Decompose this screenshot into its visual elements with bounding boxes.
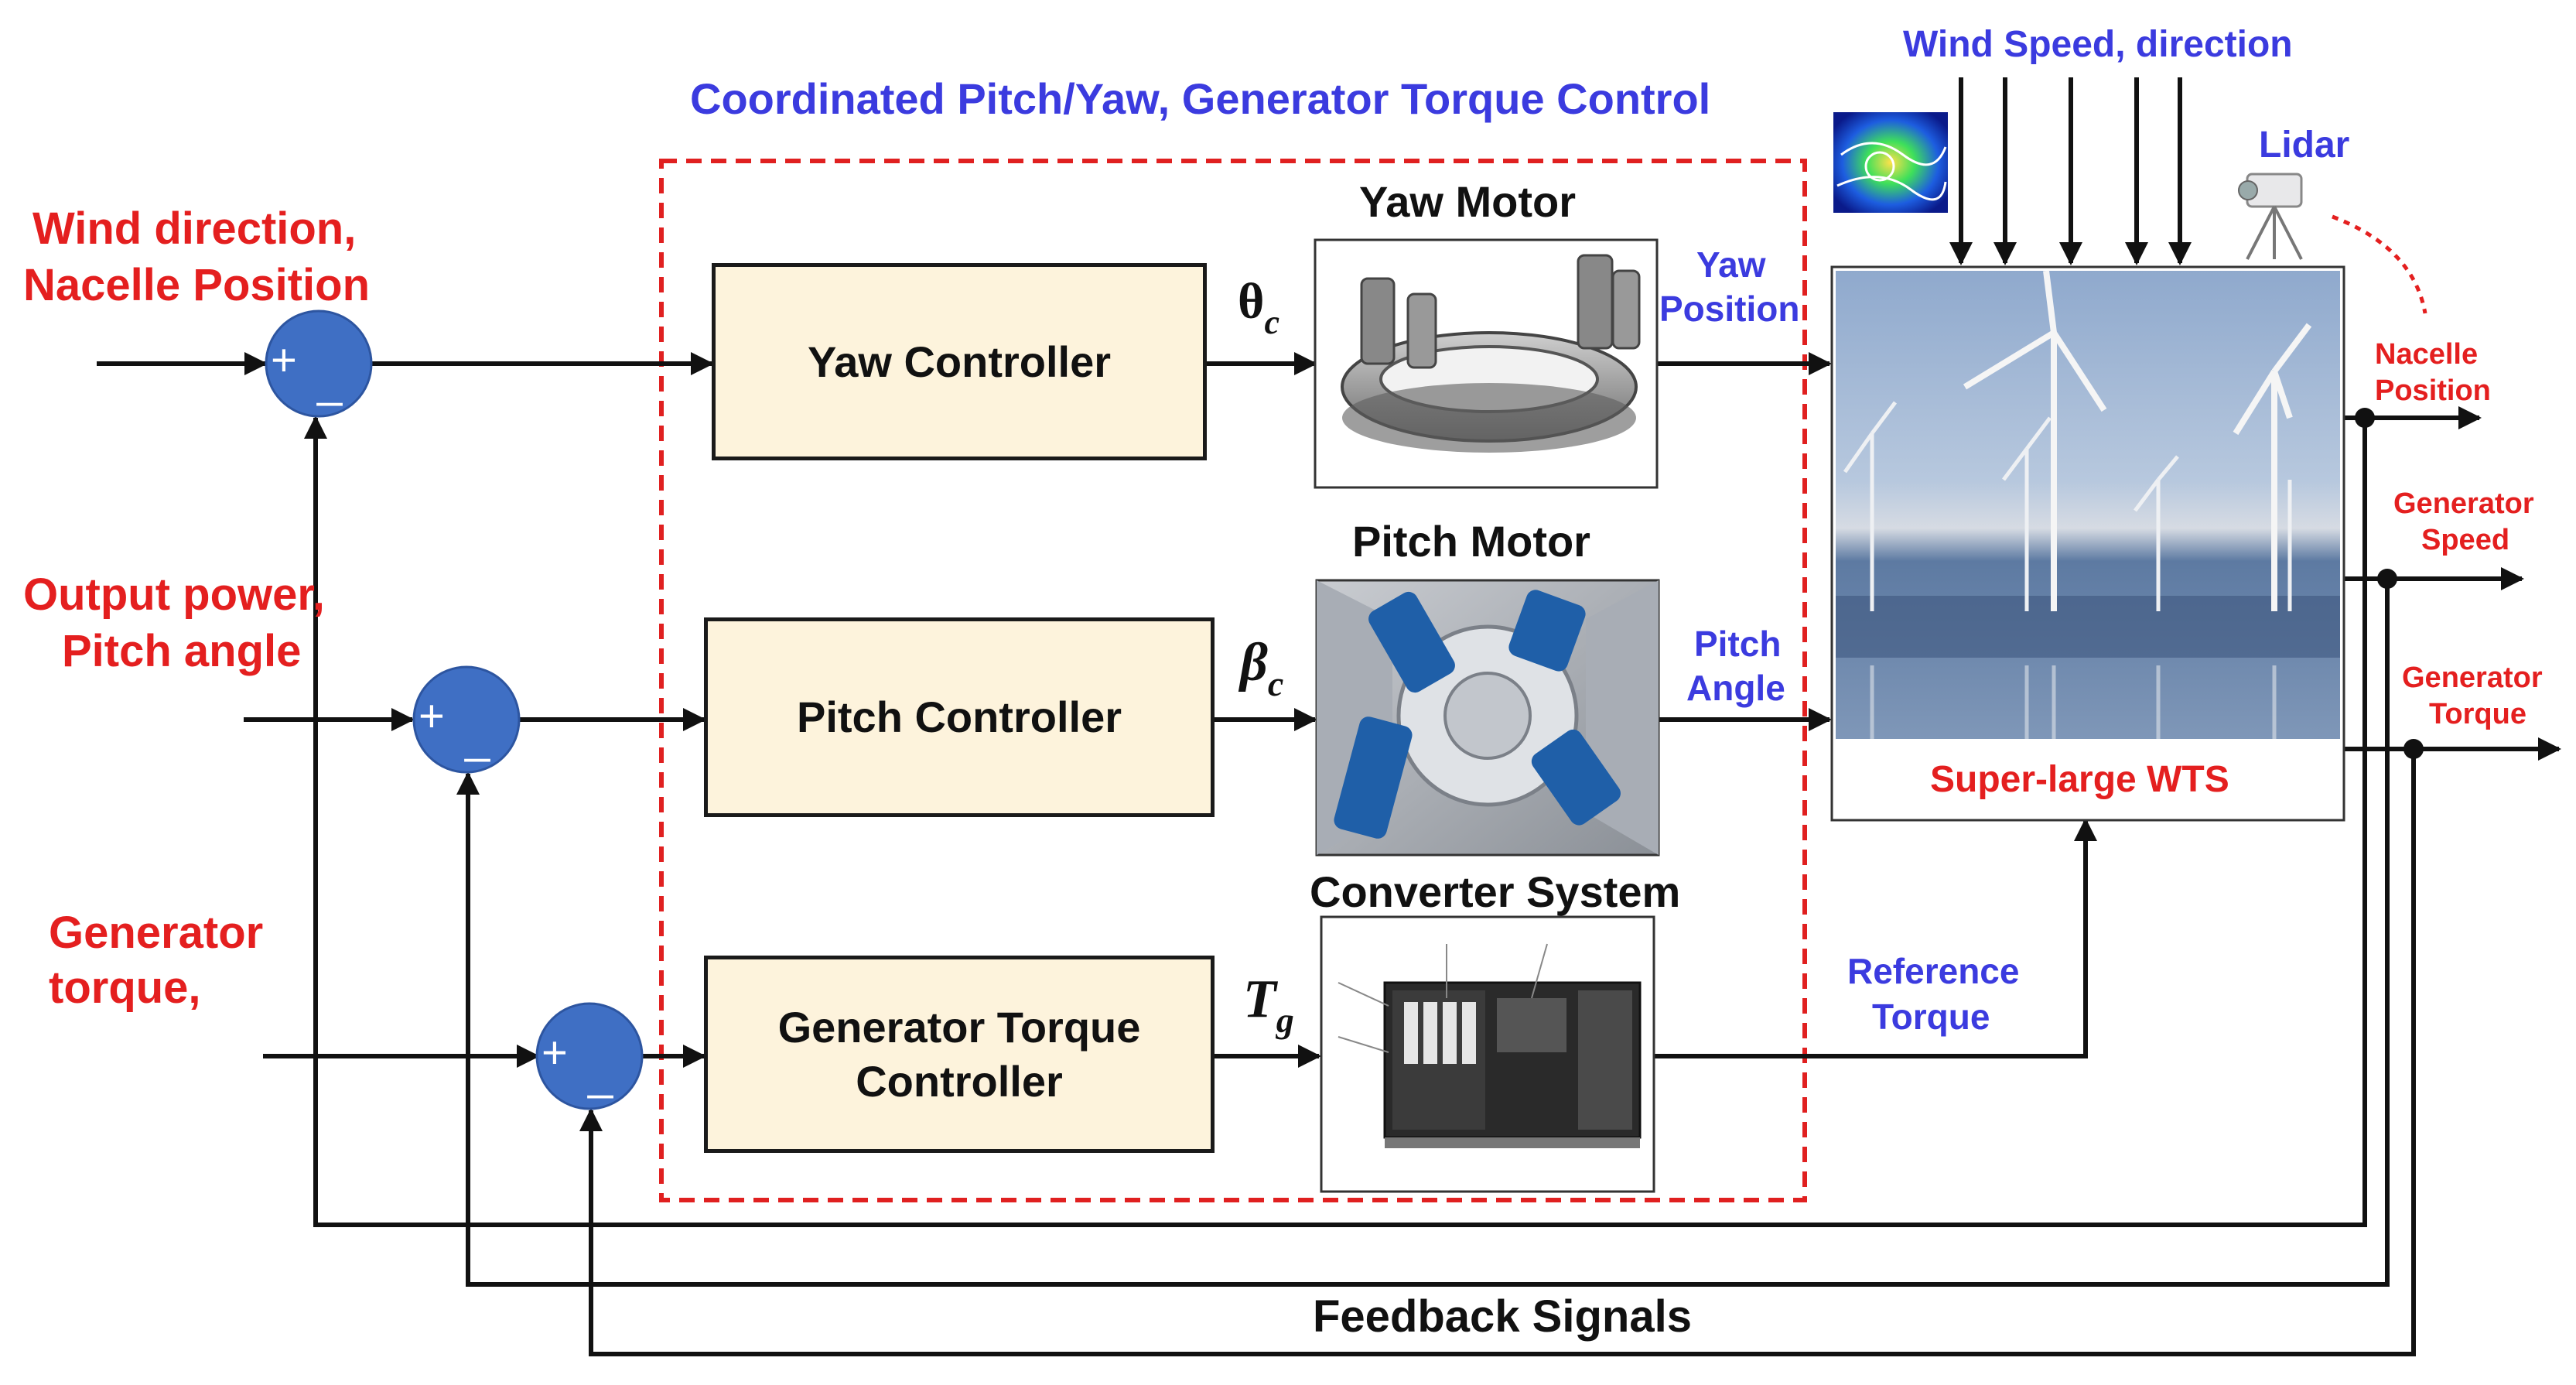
wind-field-image xyxy=(1833,112,1948,213)
sj-pitch-minus: _ xyxy=(465,713,490,763)
input-wind-direction-line2: Nacelle Position xyxy=(23,260,371,310)
yaw-position-label-line2: Position xyxy=(1659,289,1800,329)
lidar-label: Lidar xyxy=(2259,125,2350,166)
output-generator-speed-line1: Generator xyxy=(2393,487,2534,520)
yaw-controller-block: Yaw Controller xyxy=(712,263,1207,460)
lidar-device-image xyxy=(2238,173,2427,314)
input-wind-direction-line1: Wind direction, xyxy=(32,203,357,254)
summing-junction-pitch xyxy=(412,665,521,774)
feedback-generator-speed xyxy=(456,579,2390,1287)
beta-c-symbol: βc xyxy=(1240,633,1284,703)
input-output-power-line1: Output power, xyxy=(23,569,325,620)
yaw-controller-label: Yaw Controller xyxy=(807,337,1112,386)
torque-controller-block: Generator Torque Controller xyxy=(704,956,1215,1153)
diagram-title: Coordinated Pitch/Yaw, Generator Torque … xyxy=(690,74,1711,123)
yaw-motor-image xyxy=(1314,238,1659,489)
theta-c-symbol: θc xyxy=(1238,273,1279,341)
sj-torque-minus: _ xyxy=(588,1049,613,1099)
reference-torque-line xyxy=(1654,818,2097,1058)
converter-system-image xyxy=(1320,915,1655,1193)
torque-takeoff-dot xyxy=(2403,739,2424,759)
torque-controller-label-line1: Generator Torque xyxy=(777,1002,1141,1052)
nacelle-takeoff-dot xyxy=(2355,408,2375,428)
converter-system-title: Converter System xyxy=(1310,867,1681,916)
yaw-position-label-line1: Yaw xyxy=(1696,245,1766,285)
reference-torque-label-line2: Torque xyxy=(1872,997,1990,1037)
input-generator-torque-line2: torque, xyxy=(49,963,201,1013)
pitch-angle-label-line1: Pitch xyxy=(1694,624,1782,664)
sj-torque-plus: + xyxy=(542,1028,568,1078)
reference-torque-label-line1: Reference xyxy=(1847,951,2020,991)
output-generator-speed-line2: Speed xyxy=(2421,524,2510,556)
control-region-border xyxy=(659,159,1807,1202)
output-nacelle-position-line2: Position xyxy=(2375,374,2491,407)
sj-pitch-plus: + xyxy=(419,691,445,741)
feedback-signals-label: Feedback Signals xyxy=(1313,1291,1692,1342)
summing-junction-yaw xyxy=(265,309,373,418)
wts-plant-image xyxy=(1830,265,2345,822)
speed-takeoff-dot xyxy=(2377,569,2397,589)
input-generator-torque-line1: Generator xyxy=(49,908,264,958)
input-output-power-line2: Pitch angle xyxy=(62,626,302,676)
pitch-motor-title: Pitch Motor xyxy=(1352,517,1590,566)
yaw-motor-title: Yaw Motor xyxy=(1359,177,1577,226)
feedback-nacelle-position xyxy=(304,416,2367,1227)
summing-junction-torque xyxy=(535,1002,644,1110)
pitch-motor-image xyxy=(1315,579,1660,857)
feedback-generator-torque xyxy=(579,749,2416,1356)
wind-speed-label: Wind Speed, direction xyxy=(1903,24,2293,65)
sj-yaw-minus: _ xyxy=(317,357,343,407)
pitch-controller-block: Pitch Controller xyxy=(704,617,1215,817)
output-nacelle-position-line1: Nacelle xyxy=(2375,338,2479,371)
pitch-angle-label-line2: Angle xyxy=(1686,668,1785,708)
output-generator-torque-line2: Torque xyxy=(2429,698,2526,730)
tg-symbol: Tg xyxy=(1243,970,1294,1040)
sj-yaw-plus: + xyxy=(271,335,297,385)
output-generator-torque-line1: Generator xyxy=(2402,662,2543,694)
torque-controller-label-line2: Controller xyxy=(856,1056,1063,1106)
pitch-controller-label: Pitch Controller xyxy=(796,692,1122,741)
wts-label: Super-large WTS xyxy=(1930,759,2229,800)
